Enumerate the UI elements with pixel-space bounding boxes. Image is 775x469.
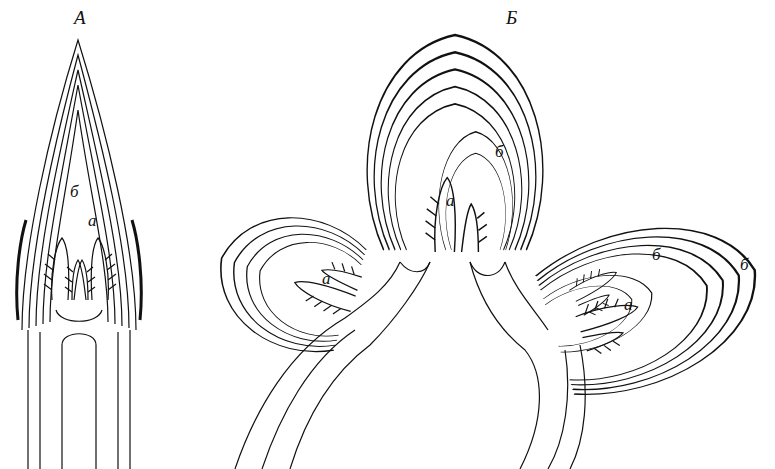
part-letter: а <box>88 212 97 229</box>
bud-branch <box>235 262 585 469</box>
figure-letter: А <box>74 8 86 27</box>
part-letter: б <box>495 143 504 160</box>
bud-side-left <box>202 197 371 362</box>
figure-letter: Б <box>506 8 517 27</box>
part-letter: б <box>740 256 749 273</box>
part-letter: а <box>322 270 331 287</box>
bud-side-right <box>531 197 775 407</box>
part-letter: б <box>652 246 661 263</box>
part-letter: б <box>70 183 79 200</box>
part-letter: а <box>446 192 455 209</box>
bud-left <box>17 40 142 469</box>
part-letter: а <box>624 296 633 313</box>
